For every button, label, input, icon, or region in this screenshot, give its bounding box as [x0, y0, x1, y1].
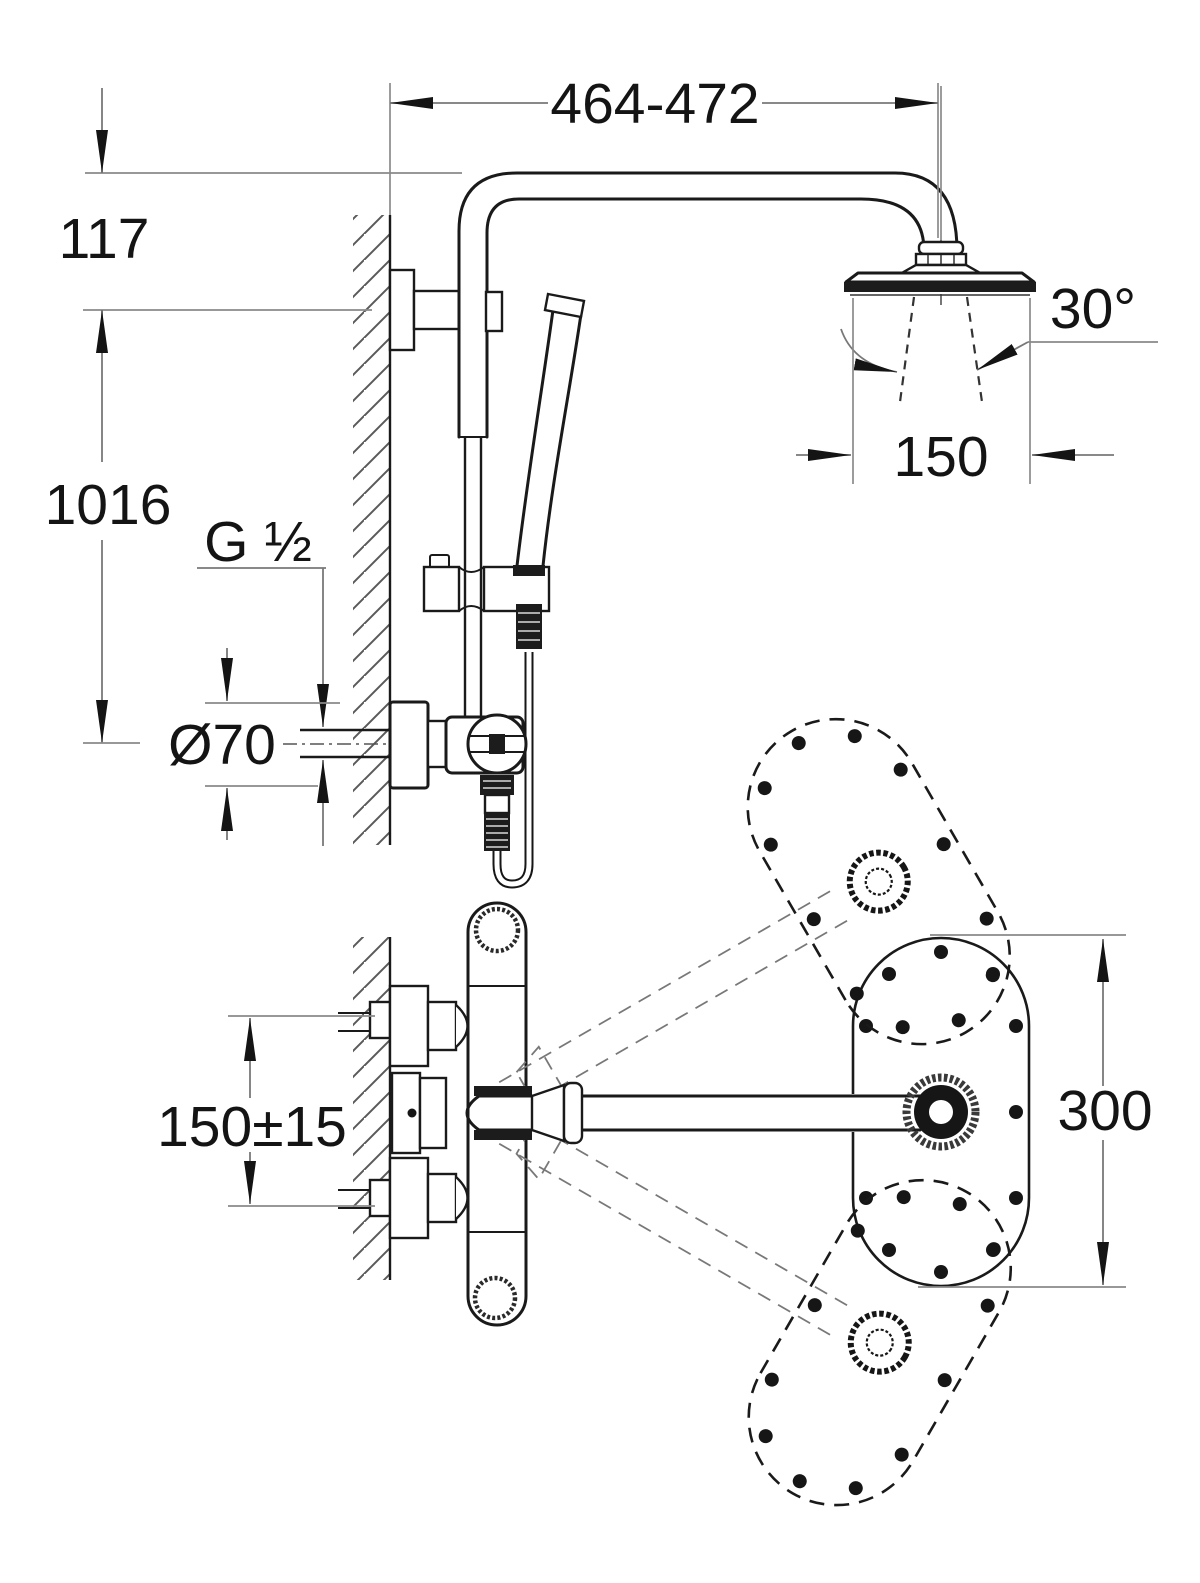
dim-thread-size-label: G ½	[204, 510, 312, 574]
dim-column-height-label: 1016	[45, 473, 172, 537]
handshower-holder	[422, 554, 551, 613]
spray-cone-line	[965, 296, 984, 403]
dim-spray-angle-label: 30°	[1050, 277, 1136, 341]
dim-supply-spacing-label: 150±15	[157, 1095, 347, 1159]
dim-escutcheon-diameter-label: Ø70	[168, 713, 276, 777]
shower-plate-swivel-up	[498, 685, 1044, 1113]
wall-bracket	[388, 268, 416, 352]
plan-view	[338, 685, 1045, 1539]
arm-hub	[902, 1073, 980, 1151]
dim-head-diameter-label: 150	[893, 425, 988, 489]
shower-plate-swivel-down	[498, 1113, 1045, 1539]
dim-head-offset-label: 117	[59, 207, 150, 271]
wall-hatch	[353, 215, 390, 845]
dim-swivel-diameter-label: 300	[1057, 1079, 1152, 1143]
head-shower	[844, 86, 1036, 403]
dim-arm-reach-label: 464-472	[550, 72, 759, 136]
hand-shower	[513, 292, 586, 649]
shower-pipe	[457, 171, 959, 439]
diverter-valve	[388, 700, 528, 851]
side-elevation-view	[283, 86, 1036, 889]
spray-cone-line	[898, 296, 916, 403]
swivel-arm	[465, 1081, 922, 1145]
dimension-annotations: 464-472 117 1016 G ½ Ø70 30° 150	[45, 72, 1158, 1288]
supply-stubs	[338, 1012, 371, 1209]
wall-hatch-plan	[353, 937, 390, 1280]
shower-hose	[492, 652, 534, 889]
